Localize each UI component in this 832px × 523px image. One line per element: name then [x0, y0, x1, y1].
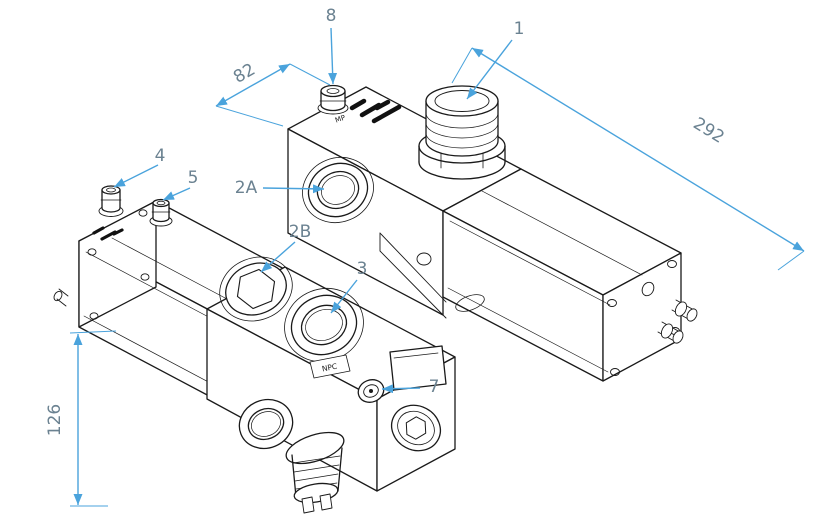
end-cap-drawing — [607, 260, 698, 376]
leader-2a — [262, 184, 325, 194]
callout-8-label: 8 — [326, 6, 337, 26]
fitting-8-drawing — [317, 84, 349, 115]
leader-1 — [466, 39, 513, 100]
callout-2a-label: 2A — [235, 178, 258, 198]
bottom-threaded-port-drawing — [285, 431, 345, 514]
brand-logo — [92, 226, 124, 241]
callout-3-label: 3 — [357, 259, 368, 279]
callout-1-label: 1 — [514, 19, 525, 39]
callout-5-label: 5 — [188, 168, 199, 188]
leader-8 — [328, 27, 338, 85]
fitting-4-drawing — [98, 185, 124, 217]
port-marking-mp: MP — [334, 114, 346, 125]
dimension-82-extensions — [215, 63, 331, 127]
annotation-lines — [69, 27, 805, 507]
leader-2b — [260, 241, 296, 273]
port-marking-npc: NPC — [321, 362, 338, 374]
leader-5 — [162, 187, 191, 201]
callout-4-label: 4 — [155, 146, 166, 166]
leader-7 — [381, 384, 421, 394]
end-cap-screws-drawing — [53, 209, 150, 320]
brand-logo — [349, 98, 402, 124]
bottom-boss-drawing — [455, 294, 485, 312]
front-port-drawing — [238, 398, 294, 450]
port-2a-drawing — [302, 157, 374, 223]
dimension-292-line — [471, 47, 805, 252]
dimension-292-extensions — [451, 47, 805, 271]
hex-end-cap-drawing — [390, 404, 442, 452]
dimension-82-line — [215, 63, 291, 107]
fitting-5-drawing — [149, 198, 173, 227]
callout-2b-label: 2B — [289, 222, 311, 242]
callout-7-label: 7 — [429, 377, 440, 397]
mounting-bracket-drawing — [379, 232, 447, 319]
port-label-plate: NPC — [309, 354, 351, 379]
leader-3 — [330, 279, 358, 314]
solenoid-box-drawing — [389, 345, 447, 391]
hex-plug-2b-drawing — [219, 256, 293, 322]
leader-4 — [113, 164, 159, 188]
dimension-292-label: 292 — [690, 114, 728, 148]
bottom-valve-drawing: NPC — [53, 185, 456, 514]
dimension-126-extensions — [69, 330, 117, 507]
dimension-126-label: 126 — [45, 404, 65, 436]
